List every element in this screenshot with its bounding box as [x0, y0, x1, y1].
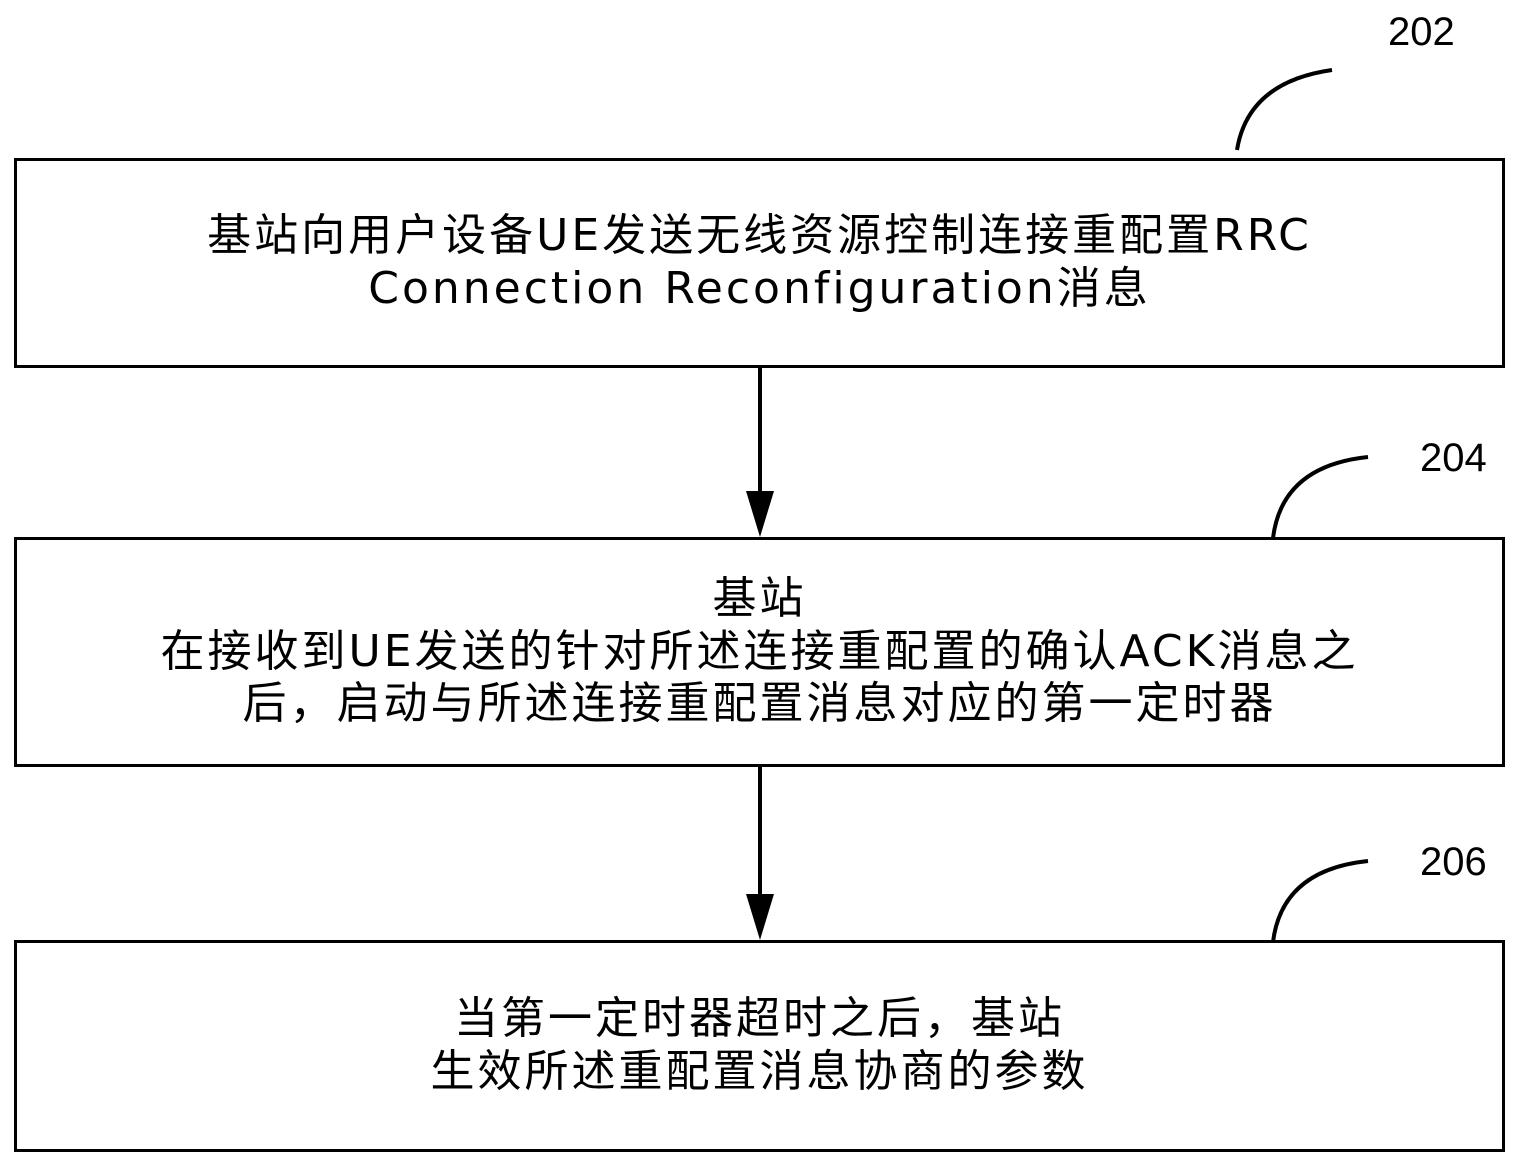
step-204-text-line-1: 基站 [712, 572, 807, 624]
step-202-text-line-2: Connection Reconfiguration消息 [368, 263, 1151, 314]
step-box-206: 当第一定时器超时之后，基站 生效所述重配置消息协商的参数 [14, 940, 1505, 1152]
arrowhead-204-to-206 [746, 894, 774, 940]
step-204-text-line-2: 在接收到UE发送的针对所述连接重配置的确认ACK消息之 [160, 625, 1359, 677]
step-202-text-line-1: 基站向用户设备UE发送无线资源控制连接重配置RRC [207, 210, 1312, 262]
step-box-202: 基站向用户设备UE发送无线资源控制连接重配置RRC Connection Rec… [14, 158, 1505, 368]
arrowhead-202-to-204 [746, 491, 774, 537]
step-206-text-line-1: 当第一定时器超时之后，基站 [454, 993, 1065, 1045]
leader-curve-202 [1235, 68, 1333, 151]
step-number-206: 206 [1420, 840, 1487, 884]
step-204-text-line-3: 后，启动与所述连接重配置消息对应的第一定时器 [242, 678, 1277, 730]
leader-curve-206 [1271, 859, 1369, 943]
leader-curve-204 [1271, 455, 1369, 539]
step-206-text-line-2: 生效所述重配置消息协商的参数 [430, 1046, 1089, 1097]
step-box-204: 基站 在接收到UE发送的针对所述连接重配置的确认ACK消息之 后，启动与所述连接… [14, 537, 1505, 767]
step-number-204: 204 [1420, 436, 1487, 480]
step-number-202: 202 [1388, 10, 1455, 54]
